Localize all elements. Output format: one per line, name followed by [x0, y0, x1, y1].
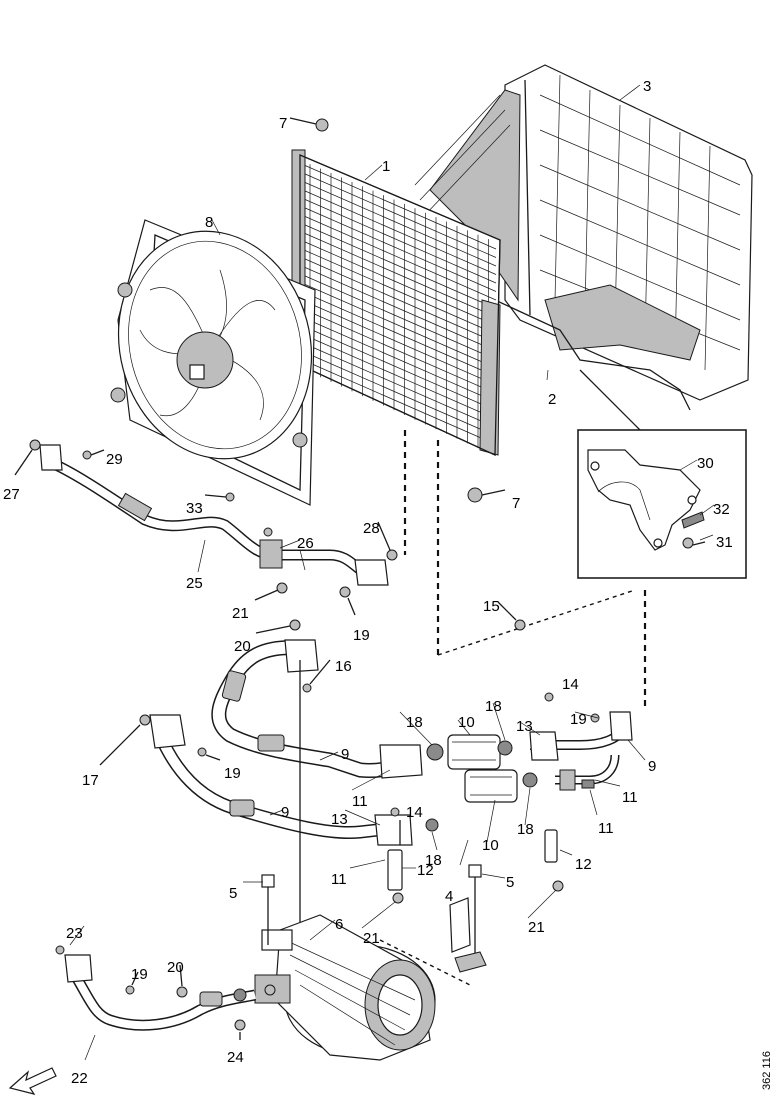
condenser-fin [303, 292, 497, 377]
callout-c19a: 19 [353, 627, 370, 644]
fasteners [14, 117, 600, 1040]
condenser-fin [303, 275, 497, 360]
callout-c30: 30 [697, 455, 714, 472]
callout-c19d: 19 [131, 966, 148, 983]
callout-c5b: 5 [506, 874, 514, 891]
callout-c9a: 9 [341, 746, 349, 763]
callout-c1: 1 [382, 158, 390, 175]
callout-c20a: 20 [234, 638, 251, 655]
callout-c18c: 18 [517, 821, 534, 838]
condenser-fin [303, 258, 497, 343]
assembly-guide-lines [379, 430, 647, 986]
callout-c2: 2 [548, 391, 556, 408]
callout-c7a: 7 [279, 115, 287, 132]
hose-25 [39, 444, 389, 586]
mounting-frame [414, 64, 753, 411]
condenser-fin [303, 283, 497, 369]
condenser-fin [303, 164, 497, 250]
condenser-fin [303, 343, 497, 428]
callout-c4: 4 [445, 888, 453, 905]
callout-c12b: 12 [575, 856, 592, 873]
condenser-fin [303, 249, 497, 335]
callout-c31: 31 [716, 534, 733, 551]
callout-c18a: 18 [406, 714, 423, 731]
condenser-fin [303, 198, 497, 284]
callout-c24: 24 [227, 1049, 244, 1066]
cooling-fan-assembly [110, 219, 316, 506]
hose-22 [64, 954, 257, 1031]
brackets-12 [387, 820, 558, 891]
callout-c20b: 20 [167, 959, 184, 976]
condenser-fin [303, 300, 497, 386]
callout-c11c: 11 [622, 789, 638, 806]
callout-c12a: 12 [417, 862, 434, 879]
condenser [291, 149, 501, 457]
condenser-fin [303, 360, 497, 445]
condenser-fin [303, 309, 497, 394]
compressor [254, 874, 436, 1061]
callout-c10a: 10 [458, 714, 475, 731]
callout-c9b: 9 [281, 804, 289, 821]
callout-c21c: 21 [528, 919, 545, 936]
condenser-fin [303, 190, 497, 275]
bracket-4-5 [449, 864, 487, 973]
callout-c11d: 11 [598, 820, 614, 837]
callout-c17: 17 [82, 772, 99, 789]
callout-c10b: 10 [482, 837, 499, 854]
callout-c26: 26 [297, 535, 314, 552]
front-direction-arrow-icon [8, 1067, 57, 1095]
condenser-fin [303, 317, 497, 403]
callout-c32: 32 [713, 501, 730, 518]
callout-c27: 27 [3, 486, 20, 503]
callout-c14a: 14 [562, 676, 579, 693]
callout-c23: 23 [66, 925, 83, 942]
condenser-fin [303, 215, 497, 301]
callout-c22: 22 [71, 1070, 88, 1087]
condenser-fin [303, 224, 497, 309]
callout-c19b: 19 [224, 765, 241, 782]
callout-c14b: 14 [406, 804, 423, 821]
condenser-fin [303, 326, 497, 411]
callout-c7b: 7 [512, 495, 520, 512]
callout-c21b: 21 [363, 930, 380, 947]
hose-9-upper [211, 639, 423, 779]
condenser-fin [303, 334, 497, 420]
condenser-fin [303, 232, 497, 318]
condenser-fin [303, 207, 497, 292]
callout-c11b: 11 [331, 871, 347, 888]
callout-c21a: 21 [232, 605, 249, 622]
callout-c25: 25 [186, 575, 203, 592]
pipe-assembly-right [529, 711, 633, 791]
condenser-fin [303, 241, 497, 326]
callout-c29: 29 [106, 451, 123, 468]
callout-c8: 8 [205, 214, 213, 231]
callout-c9c: 9 [648, 758, 656, 775]
hose-9-lower [149, 714, 413, 846]
condenser-fin [303, 266, 497, 352]
leader-lines [69, 84, 715, 1061]
condenser-fin [303, 173, 497, 258]
callout-c28: 28 [363, 520, 380, 537]
condenser-fin [303, 181, 497, 267]
callout-c6: 6 [335, 916, 343, 933]
callout-c3: 3 [643, 78, 651, 95]
condenser-fin [303, 351, 497, 437]
callout-c16: 16 [335, 658, 352, 675]
callout-c18d: 18 [425, 852, 442, 869]
detail-inset [577, 369, 747, 579]
callout-c19c: 19 [570, 711, 587, 728]
callout-c15: 15 [483, 598, 500, 615]
callout-c5a: 5 [229, 885, 237, 902]
drawing-reference-code: 362 116 [761, 1051, 773, 1090]
callout-c13b: 13 [331, 811, 348, 828]
callout-c11a: 11 [352, 793, 368, 810]
callout-c18b: 18 [485, 698, 502, 715]
callout-c33: 33 [186, 500, 203, 517]
filter-units [425, 734, 538, 832]
callout-c13a: 13 [516, 718, 533, 735]
